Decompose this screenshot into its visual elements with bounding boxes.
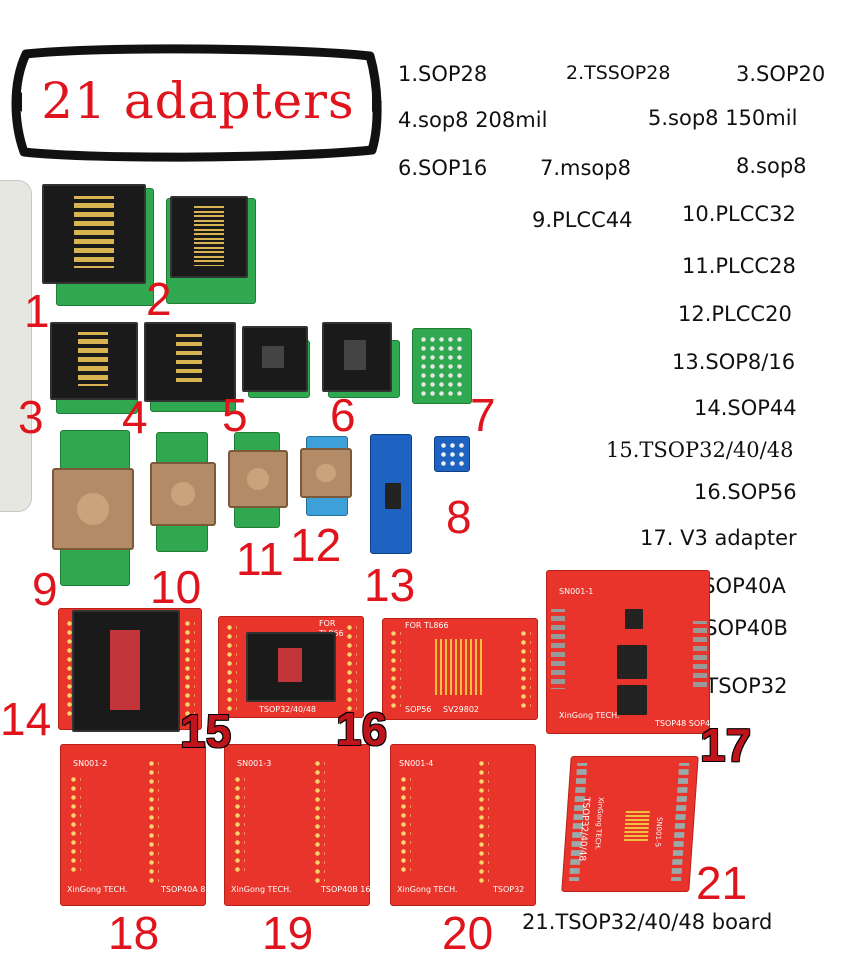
adapter-9-socket (52, 468, 134, 550)
programmer-device (0, 180, 32, 512)
list-item-13: 13.SOP8/16 (672, 350, 796, 374)
list-item-10: 10.PLCC32 (682, 202, 796, 226)
list-item-8: 8.sop8 (736, 154, 807, 178)
adapter-12-socket (300, 448, 352, 498)
number-8: 8 (446, 491, 472, 543)
number-4: 4 (122, 391, 148, 443)
title-banner-frame (11, 44, 382, 162)
adapter-20-name-label: TSOP32 (493, 885, 525, 894)
adapter-3-socket (50, 322, 138, 400)
adapter-2-socket (170, 196, 248, 278)
list-item-4: 4.sop8 208mil (398, 108, 548, 132)
number-6: 6 (330, 389, 356, 441)
number-9: 9 (32, 563, 58, 615)
adapter-19-name-label: TSOP40B 16 bits (321, 885, 388, 894)
adapter-4-socket (144, 322, 236, 402)
list-item-9: 9.PLCC44 (532, 208, 633, 232)
list-item-11: 11.PLCC28 (682, 254, 796, 278)
adapter-15-name-label: TSOP32/40/48 (259, 705, 317, 714)
list-item-6: 6.SOP16 (398, 156, 488, 180)
adapter-16-name-label: SOP56 (405, 705, 432, 714)
adapter-17-maker-label: XinGong TECH. (559, 711, 620, 720)
number-14: 14 (0, 693, 52, 745)
adapter-18-maker-label: XinGong TECH. (67, 885, 128, 894)
number-18: 18 (108, 907, 160, 959)
adapter-21-board: TSOP32/40/48 XinGong TECH. SN001-5 (561, 756, 699, 892)
adapter-18-name-label: TSOP40A 8 bits (161, 885, 223, 894)
number-17: 17 (700, 719, 752, 771)
number-12: 12 (290, 519, 342, 571)
adapter-16-for-label: FOR TL866 (405, 621, 449, 630)
adapter-17-name-label: TSOP48 SOP44 (655, 719, 716, 728)
title: 21 adapters (41, 72, 355, 130)
adapter-16-board: FOR TL866 SOP56 SV29802 (382, 618, 538, 720)
number-16: 16 (336, 703, 388, 755)
adapter-13-board (370, 434, 412, 554)
adapter-19-code-label: SN001-3 (237, 759, 272, 768)
list-item-16: 16.SOP56 (694, 480, 797, 504)
list-item-2: 2.TSSOP28 (566, 62, 671, 84)
adapter-10-socket (150, 462, 216, 526)
adapter-15-for-label: FOR (319, 619, 336, 628)
adapter-17-board: SN001-1 XinGong TECH. TSOP48 SOP44 (546, 570, 715, 734)
adapter-1-socket (42, 184, 146, 284)
number-21: 21 (696, 857, 748, 909)
adapter-18-code-label: SN001-2 (73, 759, 108, 768)
adapter-17-code-label: SN001-1 (559, 587, 594, 596)
number-15: 15 (180, 705, 232, 757)
adapter-6-socket (322, 322, 392, 392)
adapter-5-socket (242, 326, 308, 392)
number-19: 19 (262, 907, 314, 959)
adapter-20-maker-label: XinGong TECH. (397, 885, 458, 894)
list-item-15: 15.TSOP32/40/48 (606, 438, 794, 462)
list-item-1: 1.SOP28 (398, 62, 488, 86)
number-11: 11 (236, 533, 284, 585)
adapter-15-socket (246, 632, 336, 702)
list-item-17: 17. V3 adapter (640, 526, 797, 550)
adapter-19-board: SN001-3 XinGong TECH. TSOP40B 16 bits (224, 744, 388, 906)
adapter-18-board: SN001-2 XinGong TECH. TSOP40A 8 bits (60, 744, 223, 906)
list-item-7: 7.msop8 (540, 156, 631, 180)
list-item-5: 5.sop8 150mil (648, 106, 798, 130)
number-2: 2 (146, 273, 172, 325)
adapter-14-socket (72, 610, 180, 732)
number-7: 7 (470, 389, 496, 441)
adapter-11-socket (228, 450, 288, 508)
adapter-7-board (412, 328, 472, 404)
number-1: 1 (24, 285, 50, 337)
list-item-3: 3.SOP20 (736, 62, 826, 86)
adapter-21-maker-label: XinGong TECH. (593, 797, 605, 850)
adapter-20-code-label: SN001-4 (399, 759, 434, 768)
list-item-21: 21.TSOP32/40/48 board (522, 910, 773, 934)
adapter-16-code-label: SV29802 (443, 705, 479, 714)
number-13: 13 (364, 559, 416, 611)
number-10: 10 (150, 561, 202, 613)
adapter-21-code-label: SN001-5 (653, 817, 664, 848)
adapter-19-maker-label: XinGong TECH. (231, 885, 292, 894)
adapter-20-board: SN001-4 XinGong TECH. TSOP32 (390, 744, 536, 906)
adapter-8-board (434, 436, 470, 472)
number-20: 20 (442, 907, 494, 959)
list-item-12: 12.PLCC20 (678, 302, 792, 326)
number-5: 5 (222, 389, 248, 441)
list-item-14: 14.SOP44 (694, 396, 797, 420)
number-3: 3 (18, 391, 44, 443)
